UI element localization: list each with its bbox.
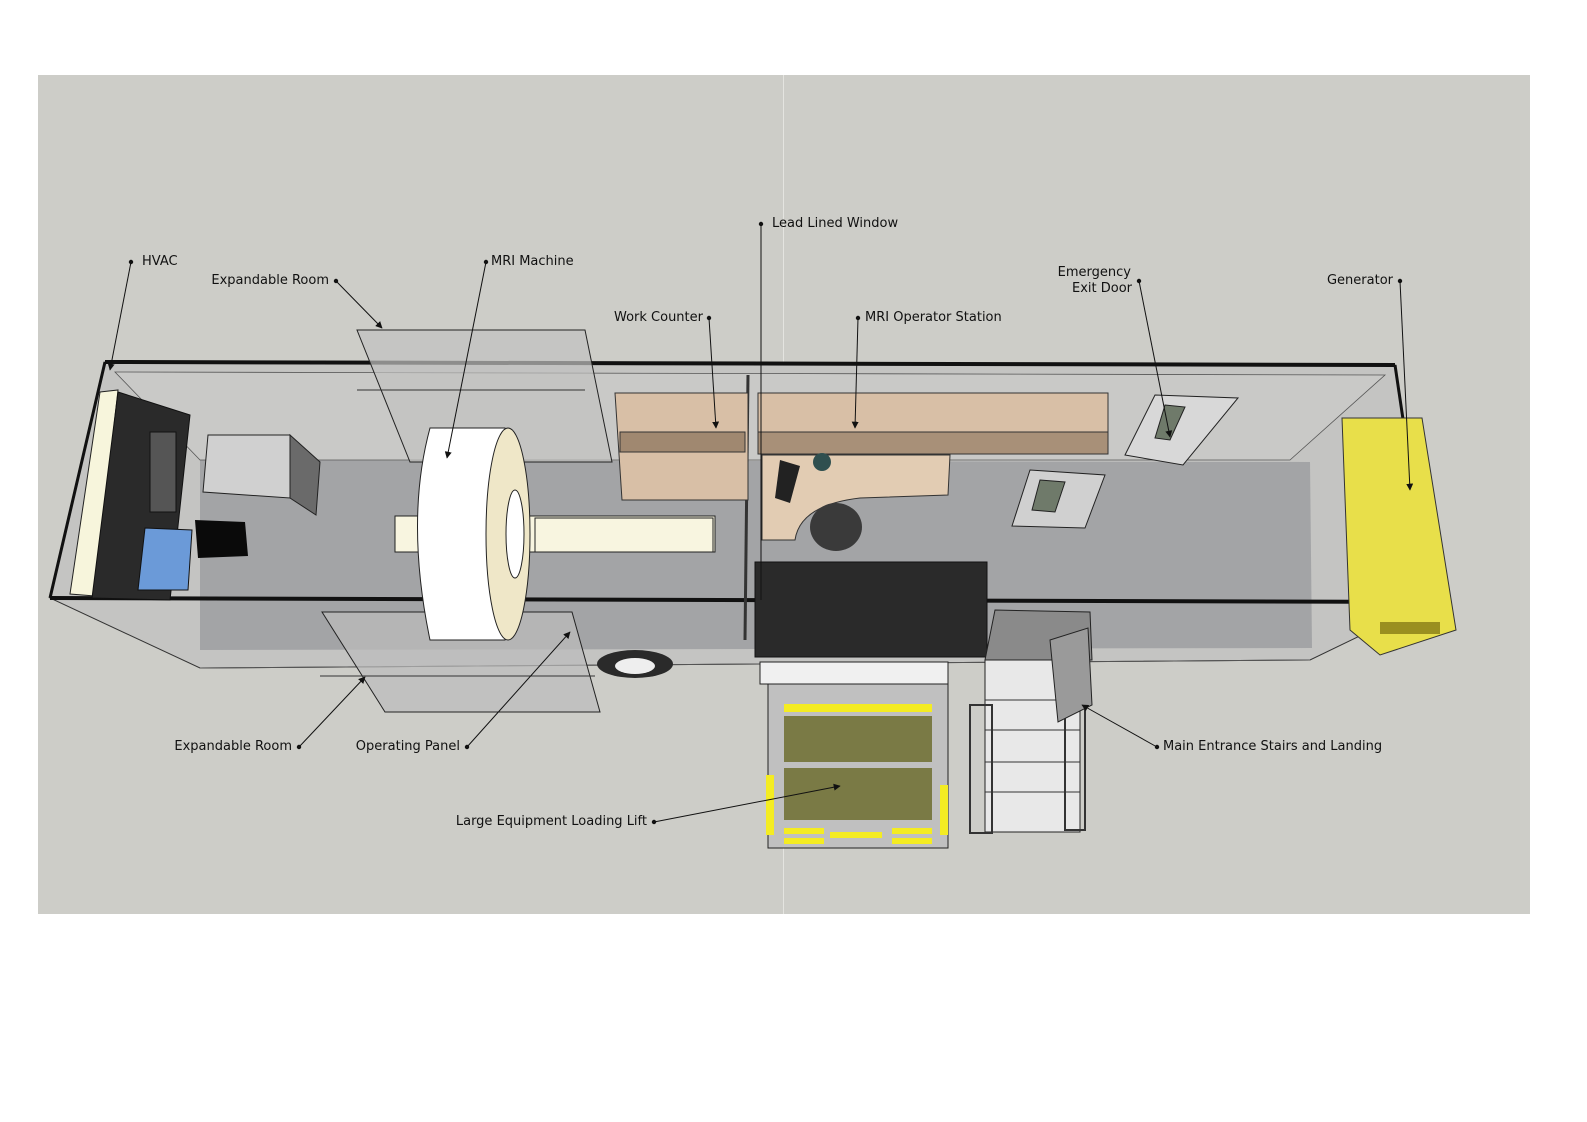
interior-door (1011, 469, 1106, 529)
label-main-entrance: Main Entrance Stairs and Landing (1163, 739, 1383, 754)
hvac-unit (69, 389, 248, 601)
entrance-stairs (969, 609, 1093, 834)
emergency-exit-door (1124, 394, 1240, 466)
expandable-room-top (356, 329, 613, 463)
label-generator: Generator (1326, 273, 1393, 288)
label-operating-panel: Operating Panel (355, 739, 460, 754)
loading-lift (759, 661, 949, 849)
label-hvac: HVAC (142, 254, 178, 269)
label-mri-operator-station: MRI Operator Station (865, 310, 1002, 325)
wheel (597, 650, 673, 678)
label-expandable-room-bottom: Expandable Room (174, 739, 292, 754)
cabinet (202, 433, 321, 516)
label-emergency-exit-door-line1: Emergency (1057, 265, 1131, 280)
label-work-counter: Work Counter (613, 310, 703, 325)
leader-dots (128, 221, 1403, 825)
generator (1341, 417, 1457, 656)
label-lead-lined-window: Lead Lined Window (772, 216, 899, 231)
mri-machine (394, 427, 716, 641)
label-expandable-room-top: Expandable Room (211, 273, 329, 288)
leader-lines (107, 224, 1414, 823)
label-loading-lift: Large Equipment Loading Lift (455, 814, 647, 829)
label-emergency-exit-door-line2: Exit Door (1071, 281, 1132, 296)
work-counter (614, 392, 1109, 551)
bench (754, 561, 988, 658)
label-mri-machine: MRI Machine (491, 254, 574, 269)
